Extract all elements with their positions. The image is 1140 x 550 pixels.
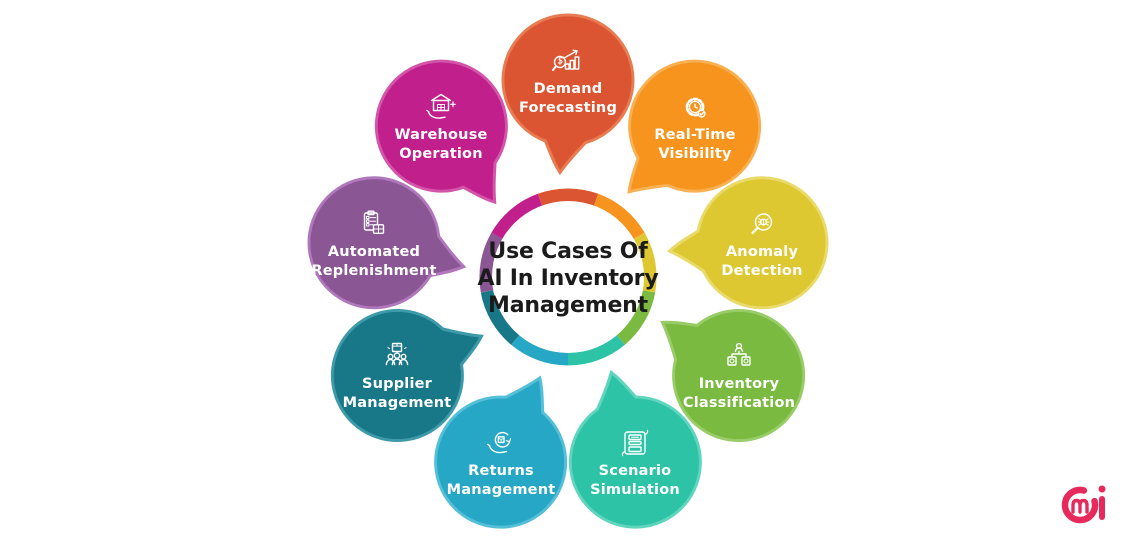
ring-segment-anomaly-detection [633,232,657,293]
ring-segment-real-time-visibility [593,193,645,240]
hub-ring [479,188,657,366]
bubble-circle-fill [571,398,699,526]
bubble-label: Real-Time [654,127,735,143]
bubble-label: Inventory [699,376,780,392]
bubble-label: Simulation [590,482,680,498]
bubble-labels: Demand Forecasting Real-Time Visibility … [311,81,802,498]
bubble-label: Anomaly [726,244,799,260]
people-box-icon [385,342,409,366]
hub-title-line1: Use Cases Of [488,239,648,264]
hand-box-return-icon [486,431,512,454]
bubble-circle-fill [631,62,759,190]
ring-segment-scenario-simulation [567,334,625,366]
hub-title-line3: Management [488,293,649,318]
ring-segment-returns-management [511,334,569,366]
bubble-icons [363,49,773,457]
ring-segment-supplier-management [480,289,520,345]
hub-title: Use Cases Of AI In Inventory Management [478,239,659,318]
bubble-circle-fill [333,312,461,439]
bubble-circle-fill [377,62,505,190]
bubble-anomaly-detection [666,176,829,310]
logo-m-glyph [1071,498,1089,514]
bubble-label: Returns [468,463,534,479]
logo-i-dot [1098,485,1106,493]
bubble-label: Visibility [658,146,732,162]
magnifier-bar-chart-icon [552,49,580,71]
bubble-label: Scenario [599,463,672,479]
layers-sync-icon [621,429,649,457]
hand-warehouse-icon [426,93,456,119]
cmi-logo [1061,485,1106,524]
bubble-circle-fill [310,179,438,307]
bubble-circle-fill [437,398,565,526]
hub-inner-circle [492,201,644,353]
bubble-circle-fill [504,16,632,144]
ring-segment-inventory-classification [616,289,656,345]
bubble-label: Automated [328,244,420,260]
hub-title-line2: AI In Inventory [478,266,659,291]
bubble-demand-forecasting [501,13,635,176]
logo-c-ring [1061,486,1099,524]
bubble-automated-replenishment [307,176,467,310]
bubble-label: Detection [721,263,802,279]
bubble-label: Warehouse [394,127,487,143]
bubble-label: Replenishment [311,263,436,279]
ring-segment-demand-forecasting [537,188,599,207]
bubble-returns-management [434,375,568,529]
magnifier-bug-icon [751,213,773,235]
bubble-scenario-simulation [568,369,702,529]
ring-segment-automated-replenishment [479,232,503,293]
bubble-tail [540,132,597,176]
bubble-circle-fill [698,179,826,307]
bubble-label: Operation [399,146,482,162]
bubble-inventory-classification [660,309,806,442]
gear-clock-icon [685,97,706,118]
bubble-real-time-visibility [627,59,762,194]
bubble-label: Demand [534,81,603,97]
bubble-label: Management [343,395,452,411]
bubble-label: Forecasting [519,100,617,116]
checklist-doc-icon [363,210,385,235]
bubble-label: Management [447,482,556,498]
bubble-circle-fill [675,312,803,439]
bubble-warehouse-operation [374,59,508,205]
bubble-supplier-management [330,309,484,442]
bubble-label: Supplier [362,376,433,392]
ring-segment-warehouse-operation [491,193,543,240]
hierarchy-boxes-icon [727,342,751,366]
bubble-label: Classification [683,395,795,411]
